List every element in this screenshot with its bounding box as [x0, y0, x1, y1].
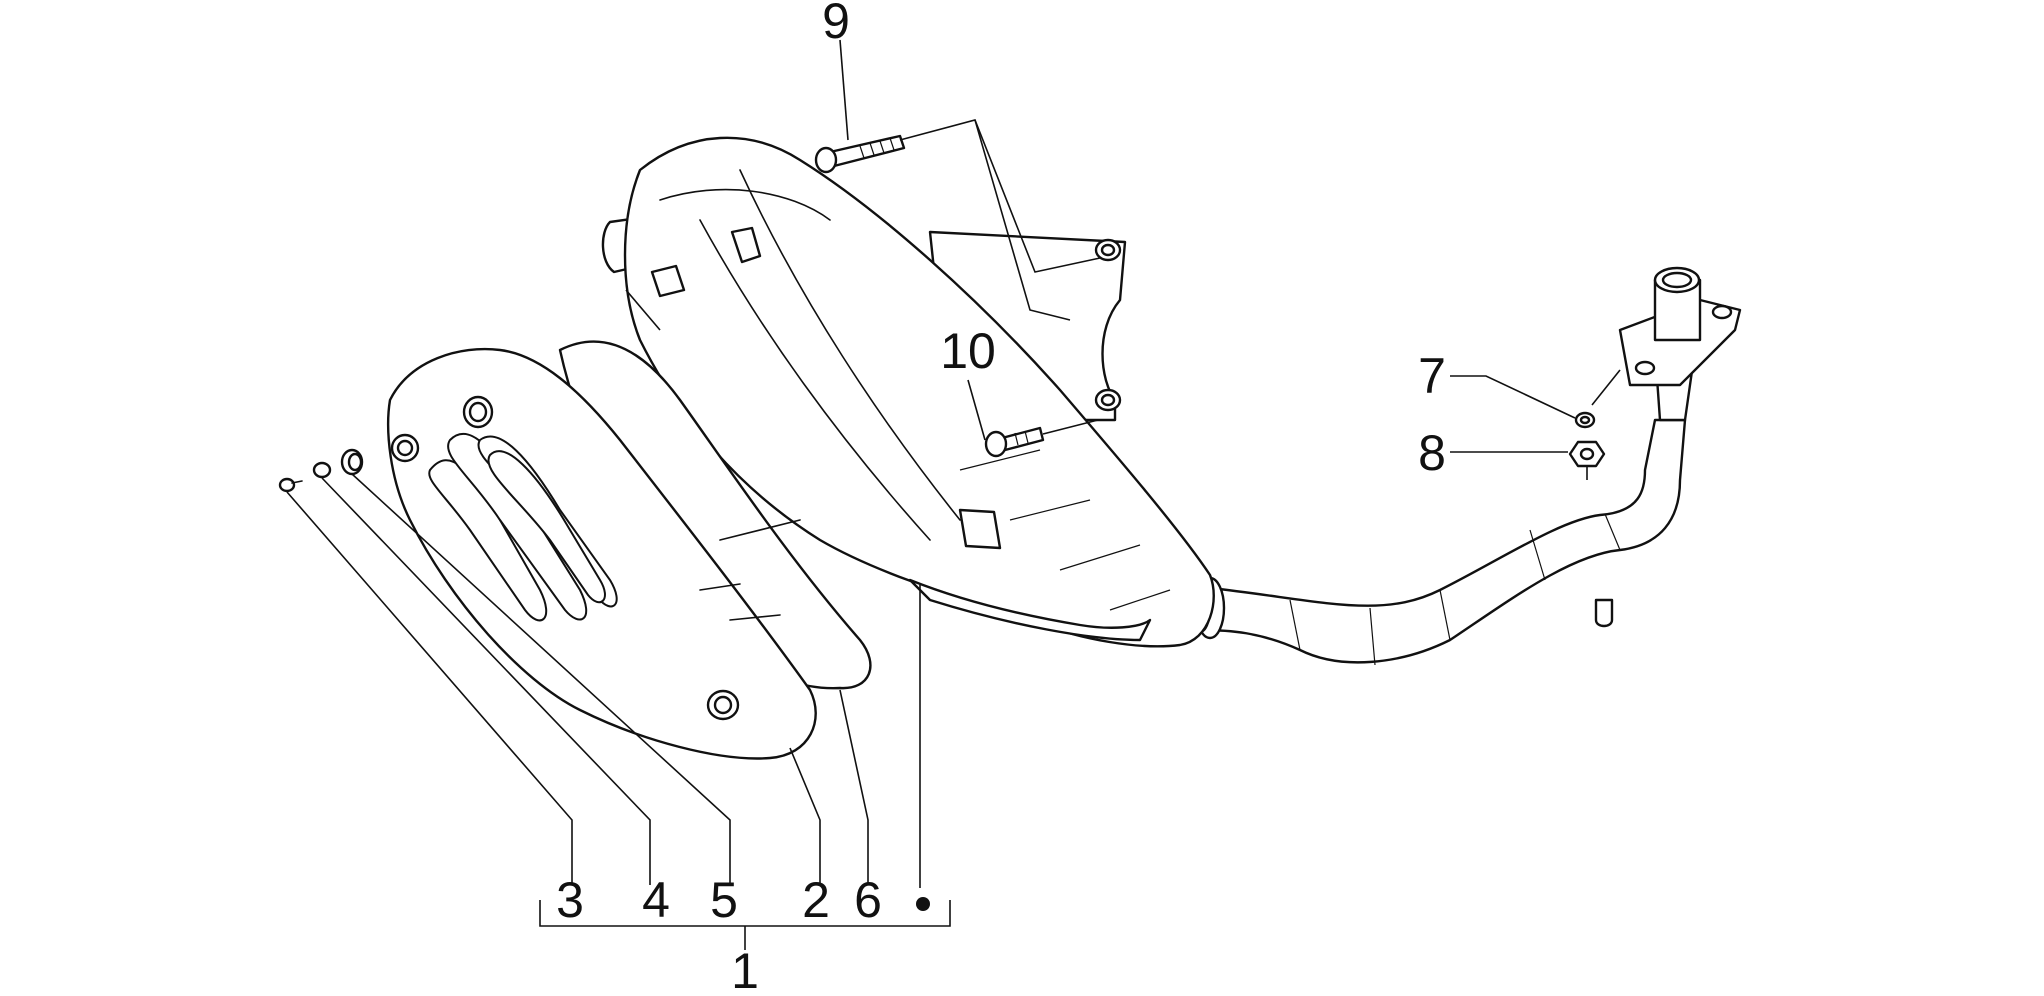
callout-9: 9 — [822, 0, 850, 49]
callout-8: 8 — [1418, 425, 1446, 481]
callout-10: 10 — [940, 323, 996, 379]
muffler-body — [601, 136, 1215, 648]
callout-6: 6 — [854, 872, 882, 928]
callout-2: 2 — [802, 872, 830, 928]
callout-labels: 9 10 7 8 3 4 5 2 6 1 — [556, 0, 1446, 996]
washer-4 — [312, 461, 332, 479]
screw-3 — [278, 477, 303, 493]
callout-7: 7 — [1418, 348, 1446, 404]
washer-7 — [1574, 411, 1596, 429]
muffler-assembly-dot — [916, 897, 930, 911]
heat-shield-cover — [387, 347, 817, 760]
grommet-5 — [340, 448, 364, 476]
callout-1: 1 — [731, 943, 759, 996]
callout-3: 3 — [556, 872, 584, 928]
bolt-10 — [984, 426, 1045, 458]
exhaust-pipe — [1188, 266, 1742, 666]
bolt-9 — [814, 134, 906, 174]
callout-5: 5 — [710, 872, 738, 928]
callout-4: 4 — [642, 872, 670, 928]
leader-lines — [286, 39, 1621, 950]
nut-8 — [1568, 440, 1606, 468]
